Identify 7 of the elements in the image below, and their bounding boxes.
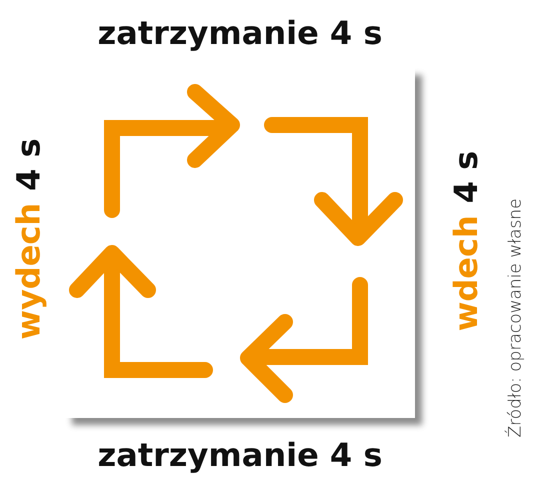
phase-label: wydech <box>10 202 48 340</box>
phase-label: wdech <box>447 215 486 332</box>
source-note: Źródło: opracowanie własne <box>506 198 526 438</box>
duration-label: 4 s <box>447 150 486 204</box>
duration-label: 4 s <box>10 138 48 191</box>
phase-label: zatrzymanie 4 s <box>96 436 384 474</box>
phase-label: zatrzymanie 4 s <box>96 14 384 52</box>
